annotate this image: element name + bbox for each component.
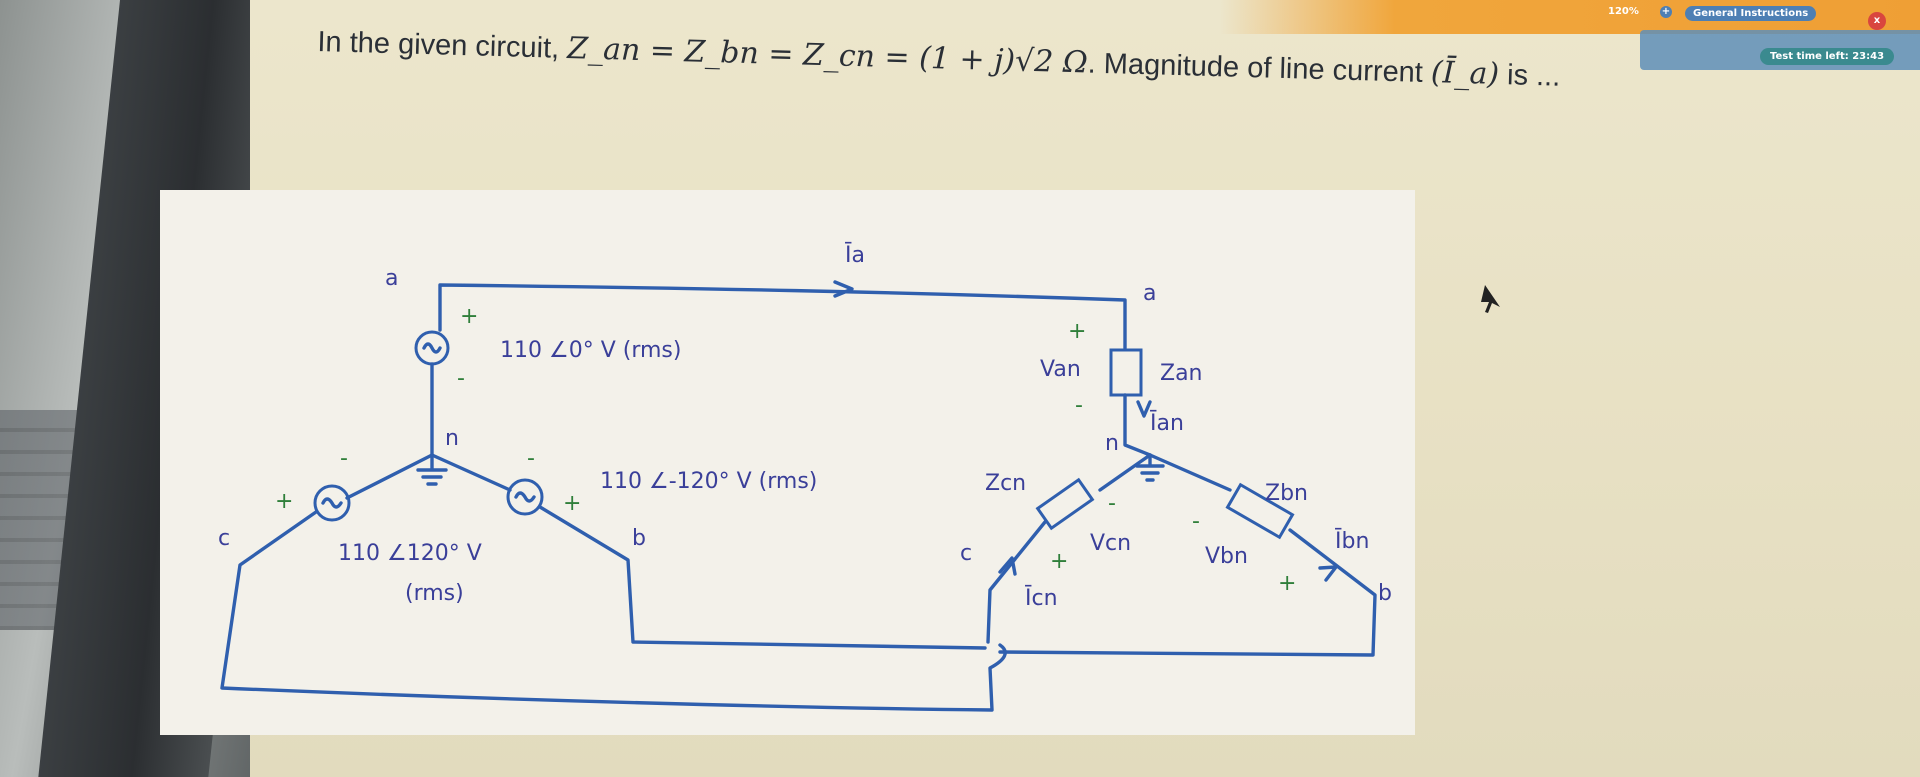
arrow-ia <box>833 280 854 298</box>
line-current-label: Īa <box>845 243 865 268</box>
ian-label: Īan <box>1150 411 1184 436</box>
source-node-n-label: n <box>445 426 459 451</box>
load-neutral-to-zbn <box>1148 453 1232 492</box>
vcn-label: Vcn <box>1090 531 1131 556</box>
time-left-badge: Test time left: 23:43 <box>1760 48 1895 65</box>
source-b-minus: - <box>527 446 535 471</box>
neutral-to-source-c <box>345 453 434 500</box>
zbn-label: Zbn <box>1265 481 1308 506</box>
source-a-minus: - <box>457 366 465 391</box>
source-b-icon <box>506 478 544 516</box>
close-button[interactable]: x <box>1868 12 1886 30</box>
neutral-to-source-b <box>430 453 512 492</box>
load-vcn-plus: + <box>1050 549 1068 574</box>
line-b-wire <box>538 505 987 650</box>
source-node-a-label: a <box>385 266 398 291</box>
ibn-label: Ībn <box>1335 529 1369 554</box>
zoom-level[interactable]: 120% <box>1608 6 1639 17</box>
line-c-wire <box>220 510 1007 712</box>
load-node-n-label: n <box>1105 431 1119 456</box>
load-node-c-label: c <box>960 541 972 566</box>
source-c-voltage-label: 110 ∠120° V <box>338 541 482 566</box>
arrow-icn <box>998 556 1017 576</box>
source-c-voltage-rms: (rms) <box>405 581 464 606</box>
zan-impedance-icon <box>1109 348 1143 397</box>
load-vbn-minus: - <box>1192 509 1200 534</box>
van-label: Van <box>1040 357 1081 382</box>
source-b-voltage-label: 110 ∠-120° V (rms) <box>600 469 817 494</box>
zcn-label: Zcn <box>985 471 1026 496</box>
icn-label: Īcn <box>1025 586 1058 611</box>
general-instructions-button[interactable]: General Instructions <box>1685 6 1817 21</box>
zcn-impedance-icon <box>1035 477 1095 531</box>
load-node-a-label: a <box>1143 281 1156 306</box>
zbn-impedance-icon <box>1225 482 1295 540</box>
source-c-plus: + <box>275 489 293 514</box>
load-neutral-to-zcn <box>1098 453 1152 492</box>
line-a-wire <box>438 283 1127 350</box>
load-vbn-plus: + <box>1278 571 1296 596</box>
load-van-minus: - <box>1075 393 1083 418</box>
vbn-label: Vbn <box>1205 544 1248 569</box>
mouse-cursor-icon <box>1481 285 1500 313</box>
arrow-ibn <box>1318 565 1338 582</box>
zan-label: Zan <box>1160 361 1203 386</box>
load-node-b-label: b <box>1378 581 1392 606</box>
zoom-in-button[interactable]: + <box>1660 6 1672 18</box>
source-a-plus: + <box>460 304 478 329</box>
arrow-ian <box>1136 400 1152 418</box>
load-vcn-minus: - <box>1108 491 1116 516</box>
load-van-plus: + <box>1068 319 1086 344</box>
source-c-icon <box>313 484 351 522</box>
source-b-plus: + <box>563 491 581 516</box>
ground-symbol-source <box>416 453 448 486</box>
source-a-voltage-label: 110 ∠0° V (rms) <box>500 338 681 363</box>
source-node-c-label: c <box>218 526 230 551</box>
ground-symbol-load <box>1135 453 1165 482</box>
source-c-minus: - <box>340 446 348 471</box>
source-node-b-label: b <box>632 526 646 551</box>
